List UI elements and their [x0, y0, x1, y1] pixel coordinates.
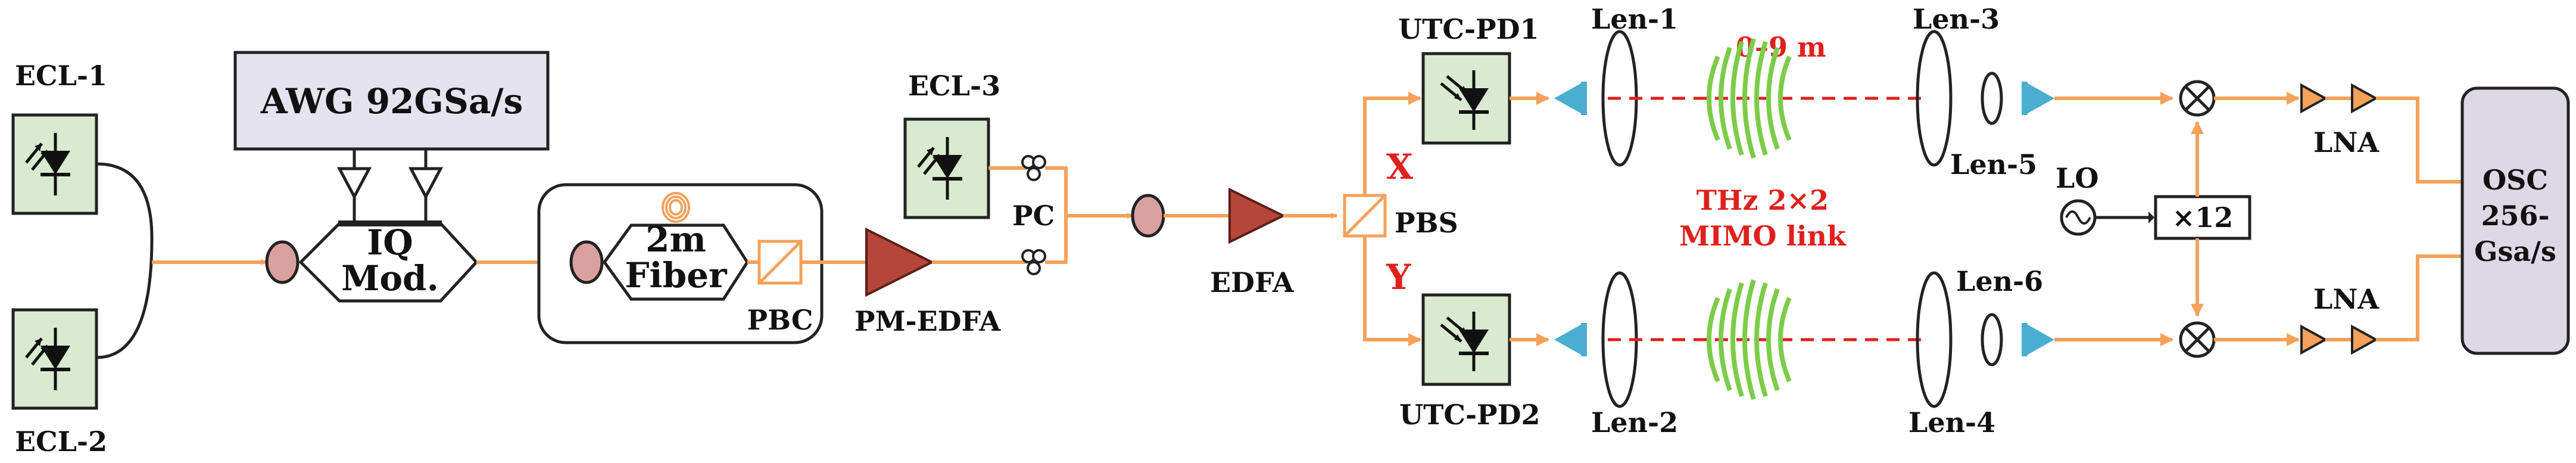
fiber-coil-icon — [662, 192, 690, 223]
awg-box — [233, 51, 550, 151]
multiplier-label: ×12 — [2172, 201, 2234, 234]
tx-antenna-2-icon — [1554, 323, 1584, 356]
ecl1-laser-icon — [13, 115, 96, 213]
len3-label: Len-3 — [1913, 3, 2000, 35]
lna-top-label: LNA — [2313, 126, 2379, 159]
pc-top-icon — [1021, 155, 1046, 181]
pbs-label: PBS — [1395, 207, 1458, 239]
awg-label: AWG 92GSa/s — [260, 81, 523, 122]
ecl3-label: ECL-3 — [908, 70, 1000, 102]
pbc-label: PBC — [747, 304, 813, 336]
laser-combine-link — [96, 162, 154, 359]
fiber-label-line2: Fiber — [625, 255, 728, 296]
mimo-label-line1: THz 2×2 — [1696, 184, 1829, 216]
path-y-branch — [1363, 236, 1421, 346]
lo-label: LO — [2056, 162, 2098, 194]
rx-antenna-1-icon — [2025, 82, 2054, 115]
path-to-osc-top — [2376, 97, 2462, 184]
osc-label-line3: Gsa/s — [2474, 235, 2556, 268]
pbs-icon — [1343, 194, 1387, 238]
x-polarization-label: X — [1386, 147, 1413, 187]
len1-label: Len-1 — [1591, 3, 1678, 35]
utc-pd1-label: UTC-PD1 — [1398, 13, 1539, 45]
path-x-branch — [1363, 92, 1421, 195]
len5-label: Len-5 — [1950, 148, 2037, 181]
polarization-controller-1-icon — [265, 240, 300, 284]
lens-5-icon — [1981, 72, 2003, 125]
lna-bottom-label: LNA — [2313, 283, 2379, 315]
polarization-controller-3-icon — [1131, 194, 1165, 238]
ecl2-laser-icon — [13, 310, 96, 408]
osc-label-line1: OSC — [2483, 164, 2548, 196]
lna-bottom-1-icon — [2300, 324, 2328, 355]
fiber-label-line1: 2m — [645, 219, 706, 260]
utc-pd2-label: UTC-PD2 — [1399, 399, 1540, 431]
mixer-1-icon — [2181, 82, 2214, 115]
pc-label: PC — [1012, 200, 1055, 232]
iq-label-line2: Mod. — [341, 258, 439, 299]
oscilloscope-box — [2460, 86, 2570, 355]
ecl2-label: ECL-2 — [15, 425, 107, 458]
len2-label: Len-2 — [1591, 406, 1678, 439]
pbc-icon — [757, 240, 803, 285]
pm-edfa-label: PM-EDFA — [854, 305, 1002, 337]
lna-top-1-icon — [2300, 83, 2328, 114]
len6-label: Len-6 — [1956, 265, 2043, 297]
pm-edfa-icon — [865, 227, 935, 297]
mixer-2-icon — [2181, 323, 2214, 356]
lens-6-icon — [1981, 313, 2003, 366]
len4-label: Len-4 — [1908, 406, 1995, 439]
lna-top-2-icon — [2351, 83, 2379, 114]
lens-4-icon — [1916, 271, 1953, 408]
osc-label-line2: 256- — [2481, 200, 2549, 232]
lo-source-icon — [2060, 199, 2097, 236]
lna-bottom-2-icon — [2351, 324, 2379, 355]
edfa-icon — [1228, 187, 1286, 244]
rx-antenna-2-icon — [2025, 323, 2054, 356]
iq-label-line1: IQ — [367, 222, 413, 263]
edfa-label: EDFA — [1210, 266, 1295, 299]
utc-pd2-icon — [1423, 295, 1510, 384]
y-polarization-label: Y — [1386, 257, 1411, 297]
pc-bottom-icon — [1021, 249, 1046, 275]
driver-amp-2-icon — [408, 167, 444, 200]
mimo-label-line2: MIMO link — [1679, 220, 1847, 252]
ecl1-label: ECL-1 — [15, 60, 107, 92]
ecl3-laser-icon — [905, 119, 988, 217]
polarization-controller-2-icon — [569, 240, 604, 284]
tx-antenna-1-icon — [1554, 82, 1584, 115]
utc-pd1-icon — [1423, 54, 1510, 143]
driver-amp-1-icon — [336, 167, 372, 200]
lo-arrow-icon — [2148, 212, 2154, 223]
path-to-osc-bottom — [2376, 254, 2462, 341]
multiplier-box — [2154, 195, 2251, 240]
lens-3-icon — [1916, 30, 1953, 167]
